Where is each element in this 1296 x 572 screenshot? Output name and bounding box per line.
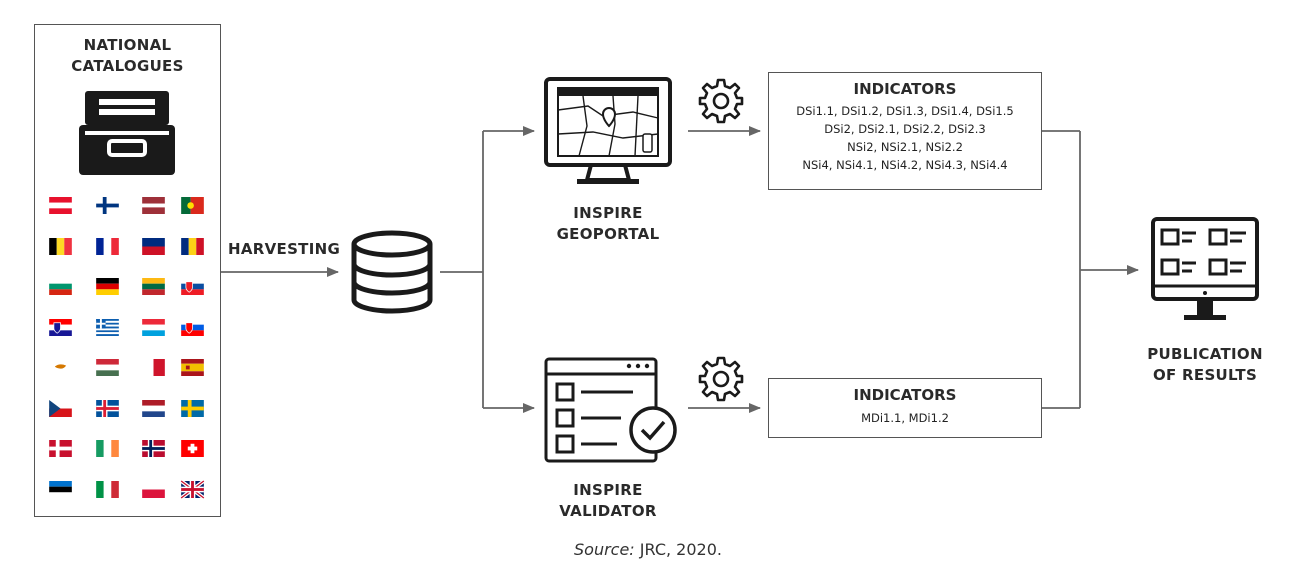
catalogues-title-line2: CATALOGUES <box>71 57 184 75</box>
indicators-top-line: DSi2, DSi2.1, DSi2.2, DSi2.3 <box>824 122 986 136</box>
database-icon <box>351 230 433 314</box>
flag-liechtenstein-icon <box>142 237 165 255</box>
flag-lithuania-icon <box>142 278 165 295</box>
flag-austria-icon <box>49 197 72 214</box>
flag-iceland-icon <box>96 399 119 417</box>
flag-netherlands-icon <box>142 399 165 417</box>
flag-norway-icon <box>142 440 165 457</box>
national-catalogues-panel: NATIONAL CATALOGUES <box>34 24 221 517</box>
flag-france-icon <box>96 237 119 255</box>
flag-greece-icon <box>96 318 119 336</box>
geoportal-monitor-icon <box>544 77 672 184</box>
flag-finland-icon <box>96 197 119 214</box>
flag-spain-icon <box>181 359 204 376</box>
validator-label-line2: VALIDATOR <box>559 502 657 520</box>
indicators-top-line: NSi2, NSi2.1, NSi2.2 <box>847 140 963 154</box>
flag-malta-icon <box>142 359 165 376</box>
indicators-top-line: DSi1.1, DSi1.2, DSi1.3, DSi1.4, DSi1.5 <box>796 104 1014 118</box>
dashboard-monitor-icon <box>1151 217 1259 320</box>
catalogues-title: NATIONAL CATALOGUES <box>35 35 220 77</box>
geoportal-label: INSPIRE GEOPORTAL <box>545 203 671 245</box>
flag-poland-icon <box>142 480 165 498</box>
flag-switzerland-icon <box>181 440 204 457</box>
validator-label-line1: INSPIRE <box>573 481 643 499</box>
indicators-top-box: INDICATORS DSi1.1, DSi1.2, DSi1.3, DSi1.… <box>768 72 1042 190</box>
catalogues-title-line1: NATIONAL <box>83 36 172 54</box>
validator-label: INSPIRE VALIDATOR <box>545 480 671 522</box>
flag-estonia-icon <box>49 480 72 498</box>
flag-bulgaria-icon <box>49 278 72 295</box>
flag-luxembourg-icon <box>142 318 165 336</box>
indicators-top-title: INDICATORS <box>853 80 957 98</box>
validator-checklist-icon <box>544 357 677 463</box>
source-prefix: Source: <box>574 540 635 559</box>
flag-cyprus-icon <box>49 359 72 376</box>
flag-germany-icon <box>96 278 119 295</box>
flag-united-kingdom-icon <box>180 478 205 500</box>
publication-label-line2: OF RESULTS <box>1152 366 1258 384</box>
gear-icon <box>698 356 744 402</box>
indicators-top-line: NSi4, NSi4.1, NSi4.2, NSi4.3, NSi4.4 <box>802 158 1008 172</box>
source-text: JRC, 2020. <box>634 540 722 559</box>
geoportal-label-line1: INSPIRE <box>573 204 643 222</box>
source-caption: Source: JRC, 2020. <box>0 540 1296 559</box>
flag-sweden-icon <box>181 399 204 417</box>
flag-italy-icon <box>96 480 119 498</box>
flag-romania-icon <box>181 237 204 255</box>
indicators-bottom-title: INDICATORS <box>853 386 957 404</box>
flag-slovakia-icon <box>181 278 204 295</box>
geoportal-label-line2: GEOPORTAL <box>556 225 660 243</box>
flag-slovenia-icon <box>181 318 204 336</box>
indicators-bottom-line: MDi1.1, MDi1.2 <box>861 411 949 425</box>
archive-drawer-icon <box>79 91 175 175</box>
flag-denmark-icon <box>49 440 72 457</box>
publication-label: PUBLICATION OF RESULTS <box>1138 344 1272 386</box>
flag-latvia-icon <box>142 197 165 214</box>
flag-czechia-icon <box>49 399 72 417</box>
indicators-bottom-box: INDICATORS MDi1.1, MDi1.2 <box>768 378 1042 438</box>
harvesting-label: HARVESTING <box>228 240 341 258</box>
gear-icon <box>698 78 744 124</box>
flag-hungary-icon <box>96 359 119 376</box>
flag-croatia-icon <box>49 318 72 336</box>
flag-belgium-icon <box>49 237 72 255</box>
flag-portugal-icon <box>181 197 204 214</box>
publication-label-line1: PUBLICATION <box>1147 345 1263 363</box>
flag-ireland-icon <box>96 440 119 457</box>
